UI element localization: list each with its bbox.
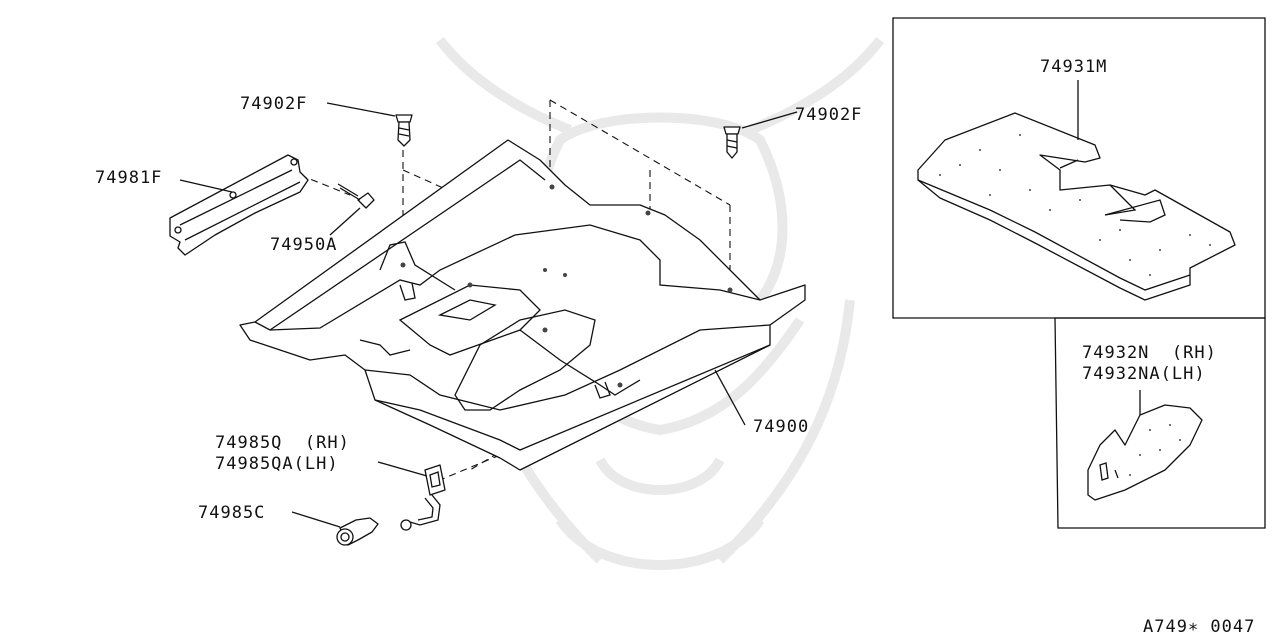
leader-lines — [179, 102, 798, 528]
insulator-inset-box — [1054, 317, 1266, 529]
label-bracket: 74981F — [95, 168, 162, 188]
bracket[interactable] — [169, 154, 309, 256]
bolt-left[interactable] — [395, 114, 413, 147]
label-insulator-lh: 74932NA(LH) — [1082, 364, 1206, 384]
floor-panel[interactable] — [239, 139, 806, 471]
diagram-code: A749∗ 0047 — [1143, 617, 1255, 637]
label-harness-lh: 74985QA(LH) — [215, 454, 339, 474]
insulator[interactable] — [1087, 404, 1203, 501]
label-insulator-rh: 74932N (RH) — [1082, 343, 1217, 363]
clip[interactable] — [336, 517, 379, 546]
screw[interactable] — [337, 183, 375, 209]
harness-bracket[interactable] — [400, 464, 446, 531]
bolt-right[interactable] — [723, 126, 741, 159]
label-screw: 74950A — [270, 235, 337, 255]
label-clip: 74985C — [198, 503, 265, 523]
label-harness-rh: 74985Q (RH) — [215, 433, 350, 453]
label-bolt-right: 74902F — [795, 105, 862, 125]
label-floor-panel: 74900 — [753, 417, 809, 437]
floor-mat[interactable] — [917, 112, 1236, 301]
label-bolt-left: 74902F — [240, 94, 307, 114]
label-mat: 74931M — [1040, 57, 1107, 77]
